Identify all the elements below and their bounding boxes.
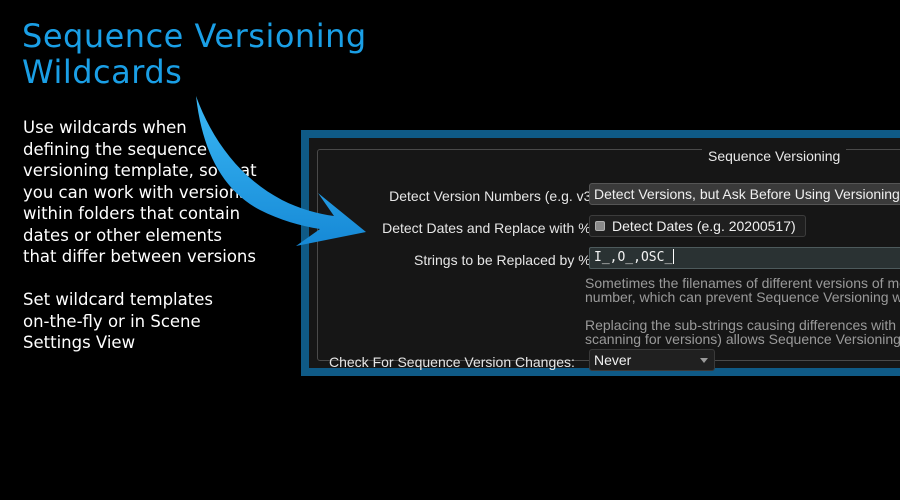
help-line: number, which can prevent Sequence Versi… xyxy=(585,289,900,305)
detect-dates-checkbox[interactable]: Detect Dates (e.g. 20200517) xyxy=(589,215,806,237)
chevron-down-icon xyxy=(700,358,708,363)
description-paragraph: Use wildcards when defining the sequence… xyxy=(23,117,257,268)
detect-version-label: Detect Version Numbers (e.g. v3): xyxy=(389,188,600,204)
strings-replace-value: I_,O_,OSC_ xyxy=(594,250,673,265)
help-line: scanning for versions) allows Sequence V… xyxy=(585,331,900,347)
strings-replace-input[interactable]: I_,O_,OSC_ xyxy=(589,247,900,269)
detect-dates-checkbox-label: Detect Dates (e.g. 20200517) xyxy=(612,218,796,234)
description-line: that differ between versions xyxy=(23,247,256,266)
strings-replace-label: Strings to be Replaced by %*: xyxy=(414,252,600,268)
group-title: Sequence Versioning xyxy=(702,148,847,164)
help-line: Sometimes the filenames of different ver… xyxy=(585,275,900,291)
tip-line: on-the-fly or in Scene xyxy=(23,311,201,331)
help-text-versions: Sometimes the filenames of different ver… xyxy=(585,276,900,304)
slide-title-line-1: Sequence Versioning xyxy=(22,17,367,55)
tip-line: Set wildcard templates xyxy=(23,290,213,309)
check-changes-label: Check For Sequence Version Changes: xyxy=(329,354,575,370)
detect-version-dropdown[interactable]: Detect Versions, but Ask Before Using Ve… xyxy=(589,183,900,205)
help-line: Replacing the sub-strings causing differ… xyxy=(585,317,900,333)
slide-title: Sequence Versioning Wildcards xyxy=(22,18,367,90)
sequence-versioning-group: Sequence Versioning Detect Version Numbe… xyxy=(317,148,900,371)
slide-title-line-2: Wildcards xyxy=(22,53,183,91)
settings-panel: Sequence Versioning Detect Version Numbe… xyxy=(309,138,900,371)
description-line: defining the sequence xyxy=(23,139,208,159)
description-line: you can work with versions xyxy=(23,182,248,202)
description-line: dates or other elements xyxy=(23,225,223,245)
description-line: within folders that contain xyxy=(23,204,241,223)
help-text-replacing: Replacing the sub-strings causing differ… xyxy=(585,318,900,346)
check-changes-dropdown[interactable]: Never xyxy=(589,349,715,371)
settings-panel-frame: Sequence Versioning Detect Version Numbe… xyxy=(301,130,900,376)
check-changes-value: Never xyxy=(594,352,632,368)
tip-line: Settings View xyxy=(23,333,136,352)
text-caret xyxy=(673,249,675,264)
description-line: versioning template, so that xyxy=(23,161,257,180)
checkbox-icon[interactable] xyxy=(595,221,605,231)
description-line: Use wildcards when xyxy=(23,118,187,137)
tip-paragraph: Set wildcard templates on-the-fly or in … xyxy=(23,289,213,354)
detect-dates-label: Detect Dates and Replace with %*: xyxy=(382,220,600,236)
